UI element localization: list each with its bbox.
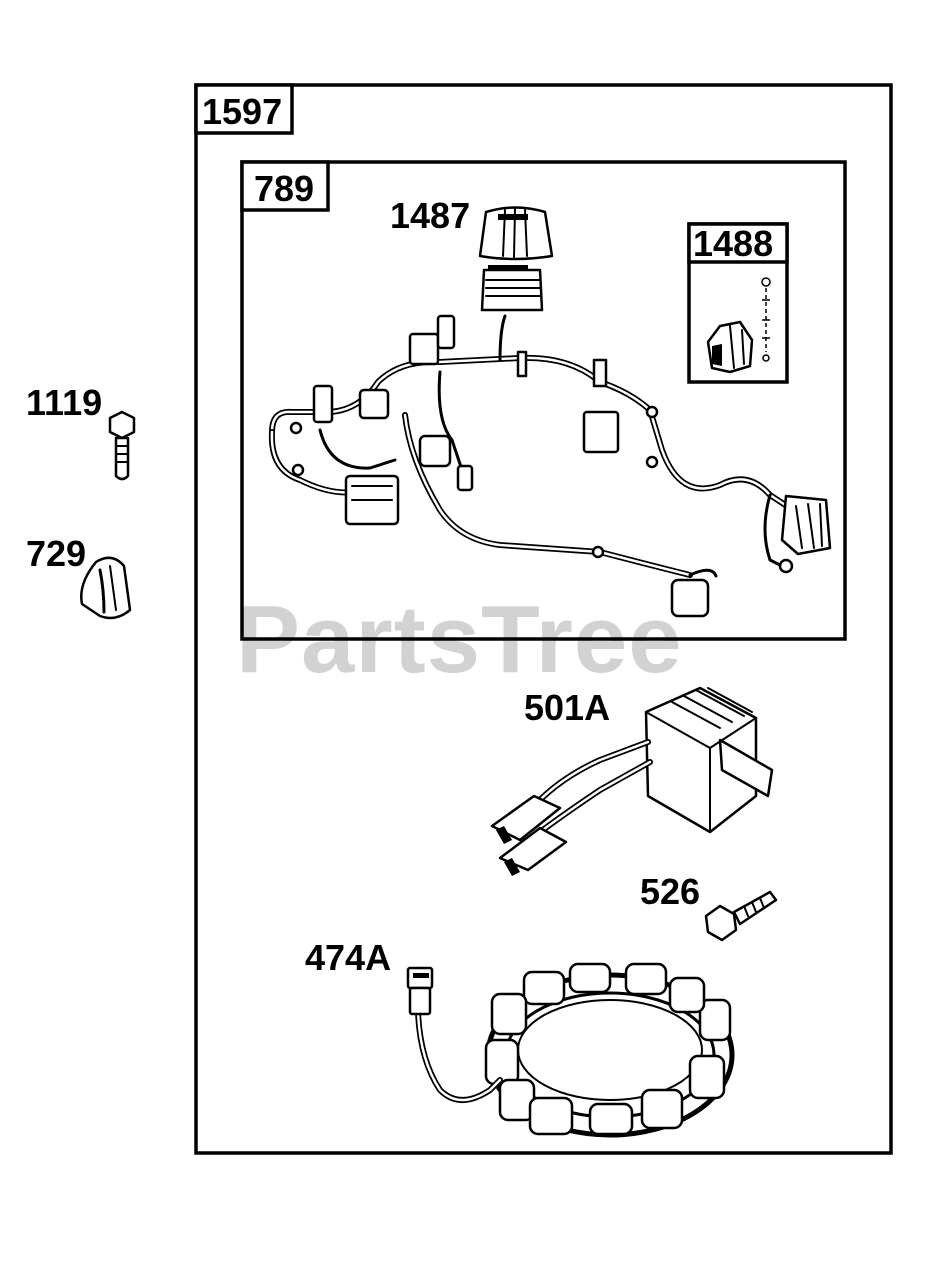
connector-kit-1488: 1488	[687, 222, 789, 384]
bolt-1119-label[interactable]: 1119	[26, 382, 102, 423]
regulator-501a-icon	[490, 686, 774, 876]
cover-1487-label[interactable]: 1487	[390, 195, 470, 236]
harness-789-frame: 789	[240, 160, 847, 641]
cover-1487-icon	[478, 206, 554, 261]
bolt-1119-icon	[108, 410, 136, 481]
screw-526-label[interactable]: 526	[640, 871, 700, 912]
stator-474a-icon	[406, 962, 735, 1138]
kit-1597-frame: 1597	[194, 83, 893, 1155]
clip-729-label[interactable]: 729	[26, 533, 86, 574]
wiring-harness-icon	[268, 265, 832, 618]
kit-1597-label[interactable]: 1597	[202, 91, 282, 132]
regulator-501a-label[interactable]: 501A	[524, 687, 610, 728]
screw-526-icon	[704, 890, 778, 942]
harness-789-label[interactable]: 789	[254, 168, 314, 209]
clip-729-icon	[80, 556, 132, 620]
connector-kit-1488-label[interactable]: 1488	[693, 223, 773, 264]
stator-474a-label[interactable]: 474A	[305, 937, 391, 978]
terminal-pin-icon	[761, 277, 771, 362]
connector-plug-icon	[706, 320, 754, 374]
